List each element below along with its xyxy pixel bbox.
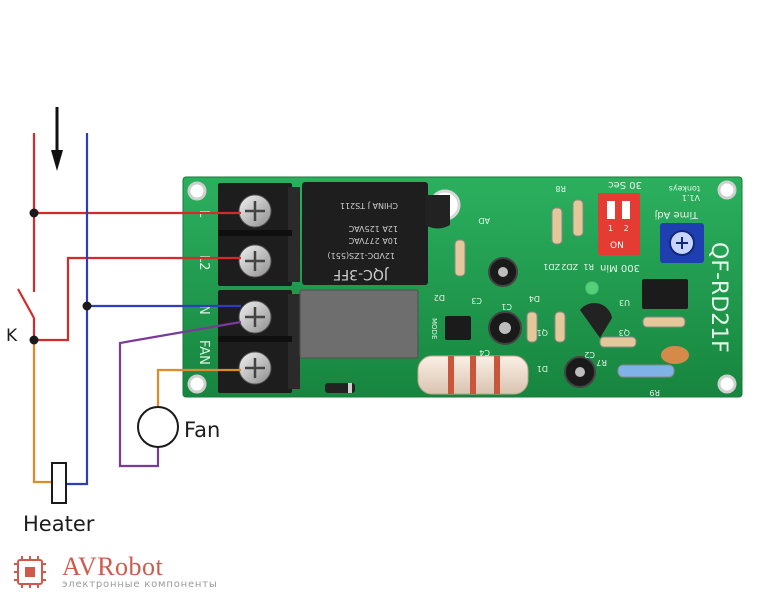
heater-label: Heater bbox=[23, 512, 95, 536]
relay-spec-3: 12A 125VAC bbox=[348, 224, 398, 233]
dip-numbers: 1 2 bbox=[608, 224, 629, 233]
status-led bbox=[584, 280, 600, 296]
part-zd1: ZD1 bbox=[543, 262, 560, 271]
part-d1: D1 bbox=[537, 364, 548, 373]
fan-symbol bbox=[137, 406, 179, 448]
part-c4: C4 bbox=[479, 348, 490, 357]
relay-board: L L2 N FAN bbox=[182, 176, 743, 398]
part-u3: U3 bbox=[619, 298, 630, 307]
junction-dots bbox=[29, 208, 92, 345]
potentiometer bbox=[660, 223, 704, 263]
mov-block bbox=[299, 289, 419, 359]
wire-fan-purple bbox=[118, 320, 242, 468]
heater-symbol bbox=[51, 462, 67, 504]
terminal-screws bbox=[238, 194, 272, 385]
board-version: V1.1 bbox=[682, 193, 700, 202]
dip-number-2: 2 bbox=[624, 224, 629, 233]
part-r9: R9 bbox=[649, 388, 660, 397]
transistor-q1 bbox=[425, 195, 450, 229]
part-r1: R1 bbox=[583, 262, 594, 271]
watermark-brand: AVRobot bbox=[62, 552, 164, 581]
transistor-q3 bbox=[580, 302, 612, 338]
time-adj-label: Time Adj bbox=[655, 209, 699, 220]
wire-k-to-l2 bbox=[34, 256, 241, 342]
ic-bridge bbox=[445, 316, 471, 340]
sec-label: 30 Sec bbox=[608, 179, 642, 190]
ic-u3 bbox=[642, 279, 688, 309]
part-mode: MODE bbox=[430, 318, 438, 339]
part-q3: Q3 bbox=[619, 328, 630, 337]
terminal-label-n: N bbox=[196, 305, 211, 315]
small-resistors bbox=[454, 199, 686, 378]
part-ad: AD bbox=[478, 216, 490, 225]
part-zd2: ZD2 bbox=[561, 262, 578, 271]
part-c1: C1 bbox=[501, 302, 512, 311]
input-arrow bbox=[51, 107, 63, 171]
relay-spec-1: 12VDC-1ZS(551) bbox=[328, 251, 395, 260]
switch-label: K bbox=[6, 326, 18, 346]
part-c3: C3 bbox=[471, 296, 482, 305]
board-maker: tonkeys bbox=[669, 184, 700, 193]
min-label: 300 Min bbox=[600, 262, 640, 273]
fan-label: Fan bbox=[184, 418, 221, 442]
part-q1: Q1 bbox=[537, 328, 548, 337]
part-d2: D2 bbox=[434, 293, 445, 302]
dip-switch: ON 1 2 bbox=[598, 193, 640, 255]
terminal-label-fan: FAN bbox=[196, 340, 211, 365]
wiring bbox=[17, 107, 242, 486]
neutral-wire bbox=[66, 133, 89, 486]
mounting-holes bbox=[187, 180, 737, 394]
power-resistor bbox=[417, 355, 529, 395]
terminal-block-upper bbox=[218, 183, 300, 286]
relay-spec-2: 10A 277VAC bbox=[348, 236, 398, 245]
dip-number-1: 1 bbox=[608, 224, 613, 233]
wire-fan-orange bbox=[156, 368, 241, 407]
ceramic-capacitor bbox=[661, 346, 689, 364]
part-c2: C2 bbox=[584, 350, 595, 359]
part-d4: D4 bbox=[529, 294, 540, 303]
diode-d1 bbox=[325, 383, 355, 393]
relay: JQC-3FF 12VDC-1ZS(551) 10A 277VAC 12A 12… bbox=[302, 182, 428, 285]
terminal-block-lower bbox=[218, 290, 300, 393]
watermark-tagline: электронные компоненты bbox=[62, 579, 218, 590]
electrolytic-capacitors bbox=[488, 257, 596, 388]
relay-brand: JQC-3FF bbox=[333, 266, 389, 282]
dip-on-label: ON bbox=[610, 241, 624, 251]
relay-spec-4: CHINA J TS211 bbox=[340, 201, 398, 210]
silkscreen-text: QF-RD21F V1.1 tonkeys Time Adj 30 Sec 30… bbox=[430, 179, 731, 397]
switch-k bbox=[17, 288, 35, 319]
avrobot-logo-icon bbox=[14, 556, 46, 588]
wire-heater-live bbox=[32, 340, 52, 484]
part-r7: R7 bbox=[596, 358, 607, 367]
board-model: QF-RD21F bbox=[706, 242, 731, 353]
part-r8: R8 bbox=[555, 184, 566, 193]
